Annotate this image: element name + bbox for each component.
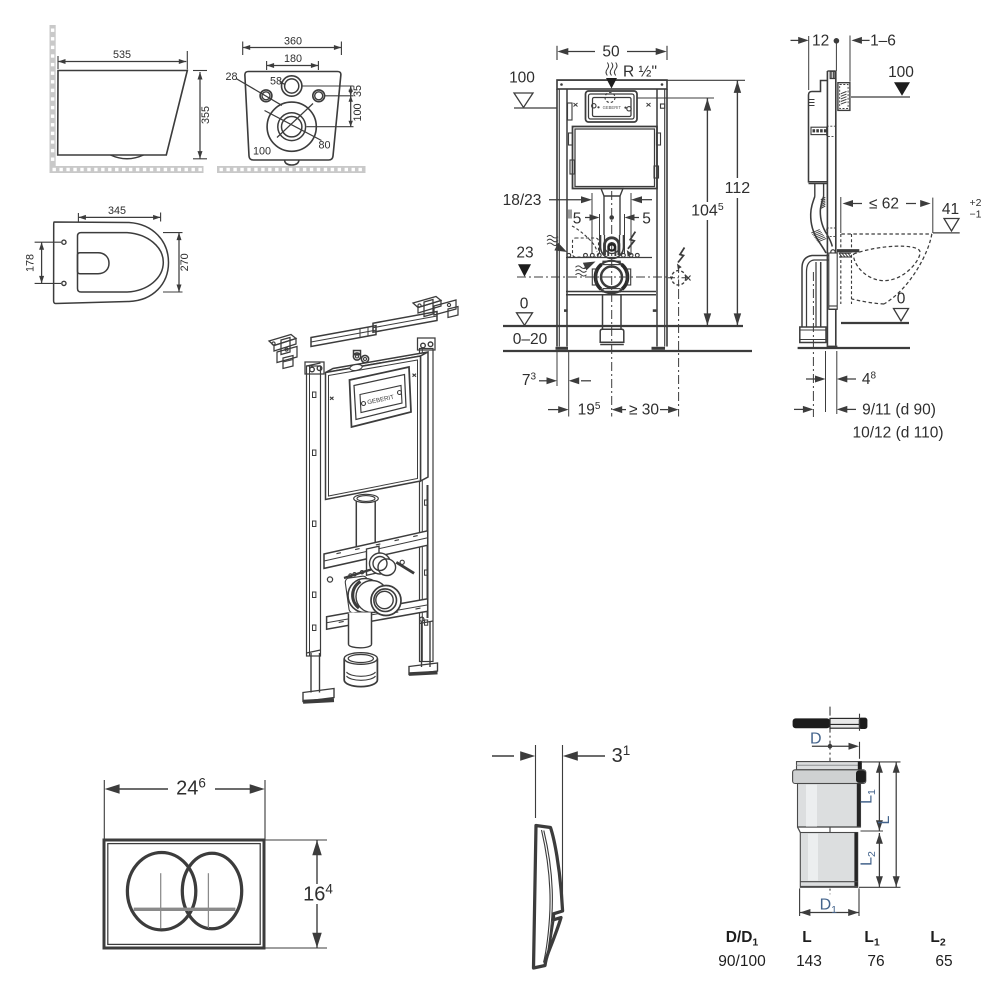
svg-text:R ½": R ½" xyxy=(623,64,657,81)
svg-text:35: 35 xyxy=(352,85,364,97)
svg-text:65: 65 xyxy=(935,953,952,970)
svg-text:100: 100 xyxy=(253,146,271,158)
svg-text:10/12 (d 110): 10/12 (d 110) xyxy=(852,424,943,441)
svg-text:18/23: 18/23 xyxy=(503,192,542,209)
svg-text:1–6: 1–6 xyxy=(870,32,896,49)
svg-text:D: D xyxy=(810,731,822,748)
svg-text:5: 5 xyxy=(642,211,651,228)
svg-text:−1: −1 xyxy=(970,209,982,221)
svg-text:5: 5 xyxy=(573,211,582,228)
svg-text:≤ 62: ≤ 62 xyxy=(869,195,899,212)
svg-text:23: 23 xyxy=(516,245,533,262)
svg-text:+2: +2 xyxy=(970,197,982,209)
svg-text:90/100: 90/100 xyxy=(718,953,766,970)
svg-text:345: 345 xyxy=(108,205,126,217)
svg-text:≥ 30: ≥ 30 xyxy=(629,402,659,419)
svg-text:L: L xyxy=(876,815,893,824)
svg-text:535: 535 xyxy=(113,49,131,61)
svg-text:178: 178 xyxy=(24,254,36,272)
svg-text:1045: 1045 xyxy=(691,201,724,220)
svg-text:143: 143 xyxy=(796,953,822,970)
svg-text:100: 100 xyxy=(352,103,364,121)
svg-text:0: 0 xyxy=(897,291,906,308)
svg-text:GEBERIT: GEBERIT xyxy=(603,105,622,110)
svg-text:9/11 (d 90): 9/11 (d 90) xyxy=(862,401,936,418)
svg-text:28: 28 xyxy=(225,71,237,83)
svg-text:76: 76 xyxy=(867,953,884,970)
svg-text:D/D1: D/D1 xyxy=(726,929,759,949)
svg-text:180: 180 xyxy=(284,53,302,65)
svg-text:58: 58 xyxy=(270,76,282,88)
svg-text:0: 0 xyxy=(520,296,529,313)
svg-text:12: 12 xyxy=(812,32,829,49)
svg-text:0–20: 0–20 xyxy=(513,331,548,348)
svg-text:355: 355 xyxy=(200,106,212,124)
svg-text:100: 100 xyxy=(888,64,914,81)
svg-text:80: 80 xyxy=(318,139,330,151)
svg-text:50: 50 xyxy=(602,43,620,60)
svg-text:270: 270 xyxy=(179,253,191,271)
svg-text:L: L xyxy=(802,929,811,946)
svg-text:100: 100 xyxy=(509,70,535,87)
svg-text:360: 360 xyxy=(284,36,302,48)
svg-text:41: 41 xyxy=(942,201,959,218)
svg-text:112: 112 xyxy=(725,180,751,197)
